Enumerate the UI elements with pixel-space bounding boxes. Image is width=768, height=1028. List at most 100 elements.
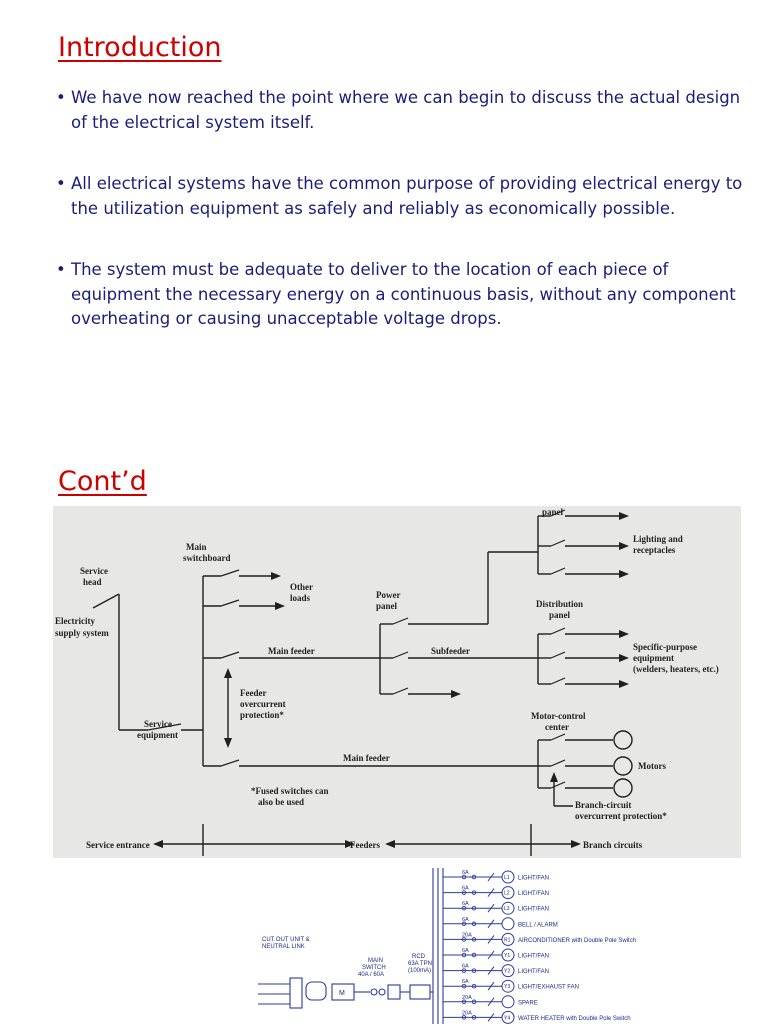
label-service-equipment-2: equipment [137, 730, 178, 740]
circuit-tag: L3 [504, 906, 510, 912]
breaker-contact [471, 983, 477, 989]
circuit-label: LIGHT/FAN [518, 954, 549, 960]
circuit-node [501, 917, 515, 931]
circuit-node [501, 995, 515, 1009]
circuit-node [501, 901, 515, 915]
bullet-item: The system must be adequate to deliver t… [56, 258, 746, 332]
circuit-label: AIRCONDITIONER with Double Pole Switch [518, 938, 636, 944]
circuit-tag: L1 [504, 875, 510, 881]
breaker-contact [461, 1015, 467, 1020]
circuit-rating: 6A [462, 886, 469, 892]
bullet-item: We have now reached the point where we c… [56, 86, 746, 135]
circuit-node [501, 948, 515, 962]
circuit-tag: Y4 [504, 1015, 510, 1021]
label-power-panel-2: panel [376, 601, 398, 611]
circuit-switch [487, 919, 495, 929]
circuit-tag: L2 [504, 891, 510, 897]
circuit-rating: 20A [462, 1010, 472, 1016]
label-service-head: Service [80, 566, 108, 576]
breaker-contact [471, 921, 477, 927]
circuit-rating: 6A [462, 901, 469, 907]
label-motors: Motors [638, 761, 666, 771]
circuit-switch [487, 903, 495, 913]
circuit-node [501, 932, 515, 946]
circuit-label: BELL / ALARM [518, 922, 558, 928]
schematic-svg: CUT OUT UNIT & NEUTRAL LINK MAIN SWITCH … [258, 868, 636, 1024]
label-motor-control-2: center [545, 722, 569, 732]
label-rcd-2: 63A TPN [408, 961, 432, 967]
circuit-tag: Y1 [504, 953, 510, 959]
label-lighting-2: receptacles [633, 545, 676, 555]
circuit-rating: 6A [462, 979, 469, 985]
label-feeder-protection-2: overcurrent [240, 699, 286, 709]
label-specific-purpose: Specific-purpose [633, 642, 697, 652]
label-main-feeder-1: Main feeder [268, 646, 315, 656]
circuit-rating: 20A [462, 932, 472, 938]
breaker-contact [471, 874, 477, 880]
circuit-tag: Y2 [504, 969, 510, 975]
label-lighting-panel: panel [542, 507, 564, 517]
label-supply-system-2: supply system [55, 628, 109, 638]
circuit-rating: 6A [462, 964, 469, 970]
circuit-label: LIGHT/FAN [518, 876, 549, 882]
label-other-loads: Other [290, 582, 313, 592]
meter-symbol: M [339, 990, 345, 997]
label-fused-switches-2: also be used [258, 797, 304, 807]
circuit-rating: 6A [462, 917, 469, 923]
breaker-contact [471, 952, 477, 958]
circuit-tag: R1 [504, 937, 511, 943]
circuit-node [501, 886, 515, 900]
breaker-contact [471, 937, 477, 942]
circuit-node [501, 979, 515, 993]
house-wiring-schematic: CUT OUT UNIT & NEUTRAL LINK MAIN SWITCH … [250, 862, 690, 1024]
label-other-loads-2: loads [290, 593, 311, 603]
bullet-item: All electrical systems have the common p… [56, 172, 746, 221]
label-feeders: Feeders [350, 840, 380, 850]
label-service-head-2: head [83, 577, 102, 587]
bullet-list: We have now reached the point where we c… [56, 86, 746, 369]
label-main-switch-2: SWITCH [362, 965, 386, 971]
label-feeder-protection: Feeder [240, 688, 266, 698]
label-branch-protection-2: overcurrent protection* [575, 811, 667, 821]
circuit-tag: Y3 [504, 984, 510, 990]
breaker-contact [461, 905, 467, 911]
label-branch-protection: Branch-circuit [575, 800, 631, 810]
circuit-switch [487, 981, 495, 991]
label-lighting: Lighting and [633, 534, 683, 544]
distribution-system-diagram: Service head Electricity supply system M… [53, 506, 741, 858]
label-supply-system: Electricity [55, 616, 95, 626]
label-rcd: RCD [412, 954, 426, 960]
label-feeder-protection-3: protection* [240, 710, 284, 720]
label-distribution-panel: Distribution [536, 599, 583, 609]
breaker-contact [461, 921, 467, 927]
label-main-switch-3: 40A / 60A [358, 972, 384, 978]
circuit-label: SPARE [518, 1000, 538, 1006]
breaker-contact [461, 968, 467, 973]
slide-title-introduction: Introduction [58, 32, 222, 63]
label-main-switch: MAIN [368, 958, 383, 964]
distribution-diagram-svg: Service head Electricity supply system M… [55, 507, 719, 856]
circuit-switch [487, 872, 495, 882]
breaker-contact [471, 999, 477, 1005]
circuit-label: LIGHT/FAN [518, 891, 549, 897]
label-power-panel: Power [376, 590, 401, 600]
label-rcd-3: (100mA) [408, 968, 431, 974]
circuit-label: LIGHT/FAN [518, 907, 549, 913]
breaker-contact [461, 890, 467, 895]
label-main-switchboard: Main [186, 542, 207, 552]
label-branch-circuits: Branch circuits [583, 840, 643, 850]
circuit-node [501, 870, 515, 884]
label-main-feeder-2: Main feeder [343, 753, 390, 763]
label-neutral-link: NEUTRAL LINK [262, 944, 305, 950]
breaker-contact [471, 1015, 477, 1020]
circuit-node [501, 1010, 515, 1024]
label-subfeeder: Subfeeder [431, 646, 470, 656]
circuit-switch [487, 997, 495, 1007]
breaker-contact [461, 952, 467, 958]
circuit-label: LIGHT/EXHAUST FAN [518, 985, 579, 991]
circuit-rating: 6A [462, 870, 469, 876]
breaker-contact [461, 983, 467, 989]
breaker-contact [471, 968, 477, 973]
circuit-rating: 20A [462, 995, 472, 1001]
